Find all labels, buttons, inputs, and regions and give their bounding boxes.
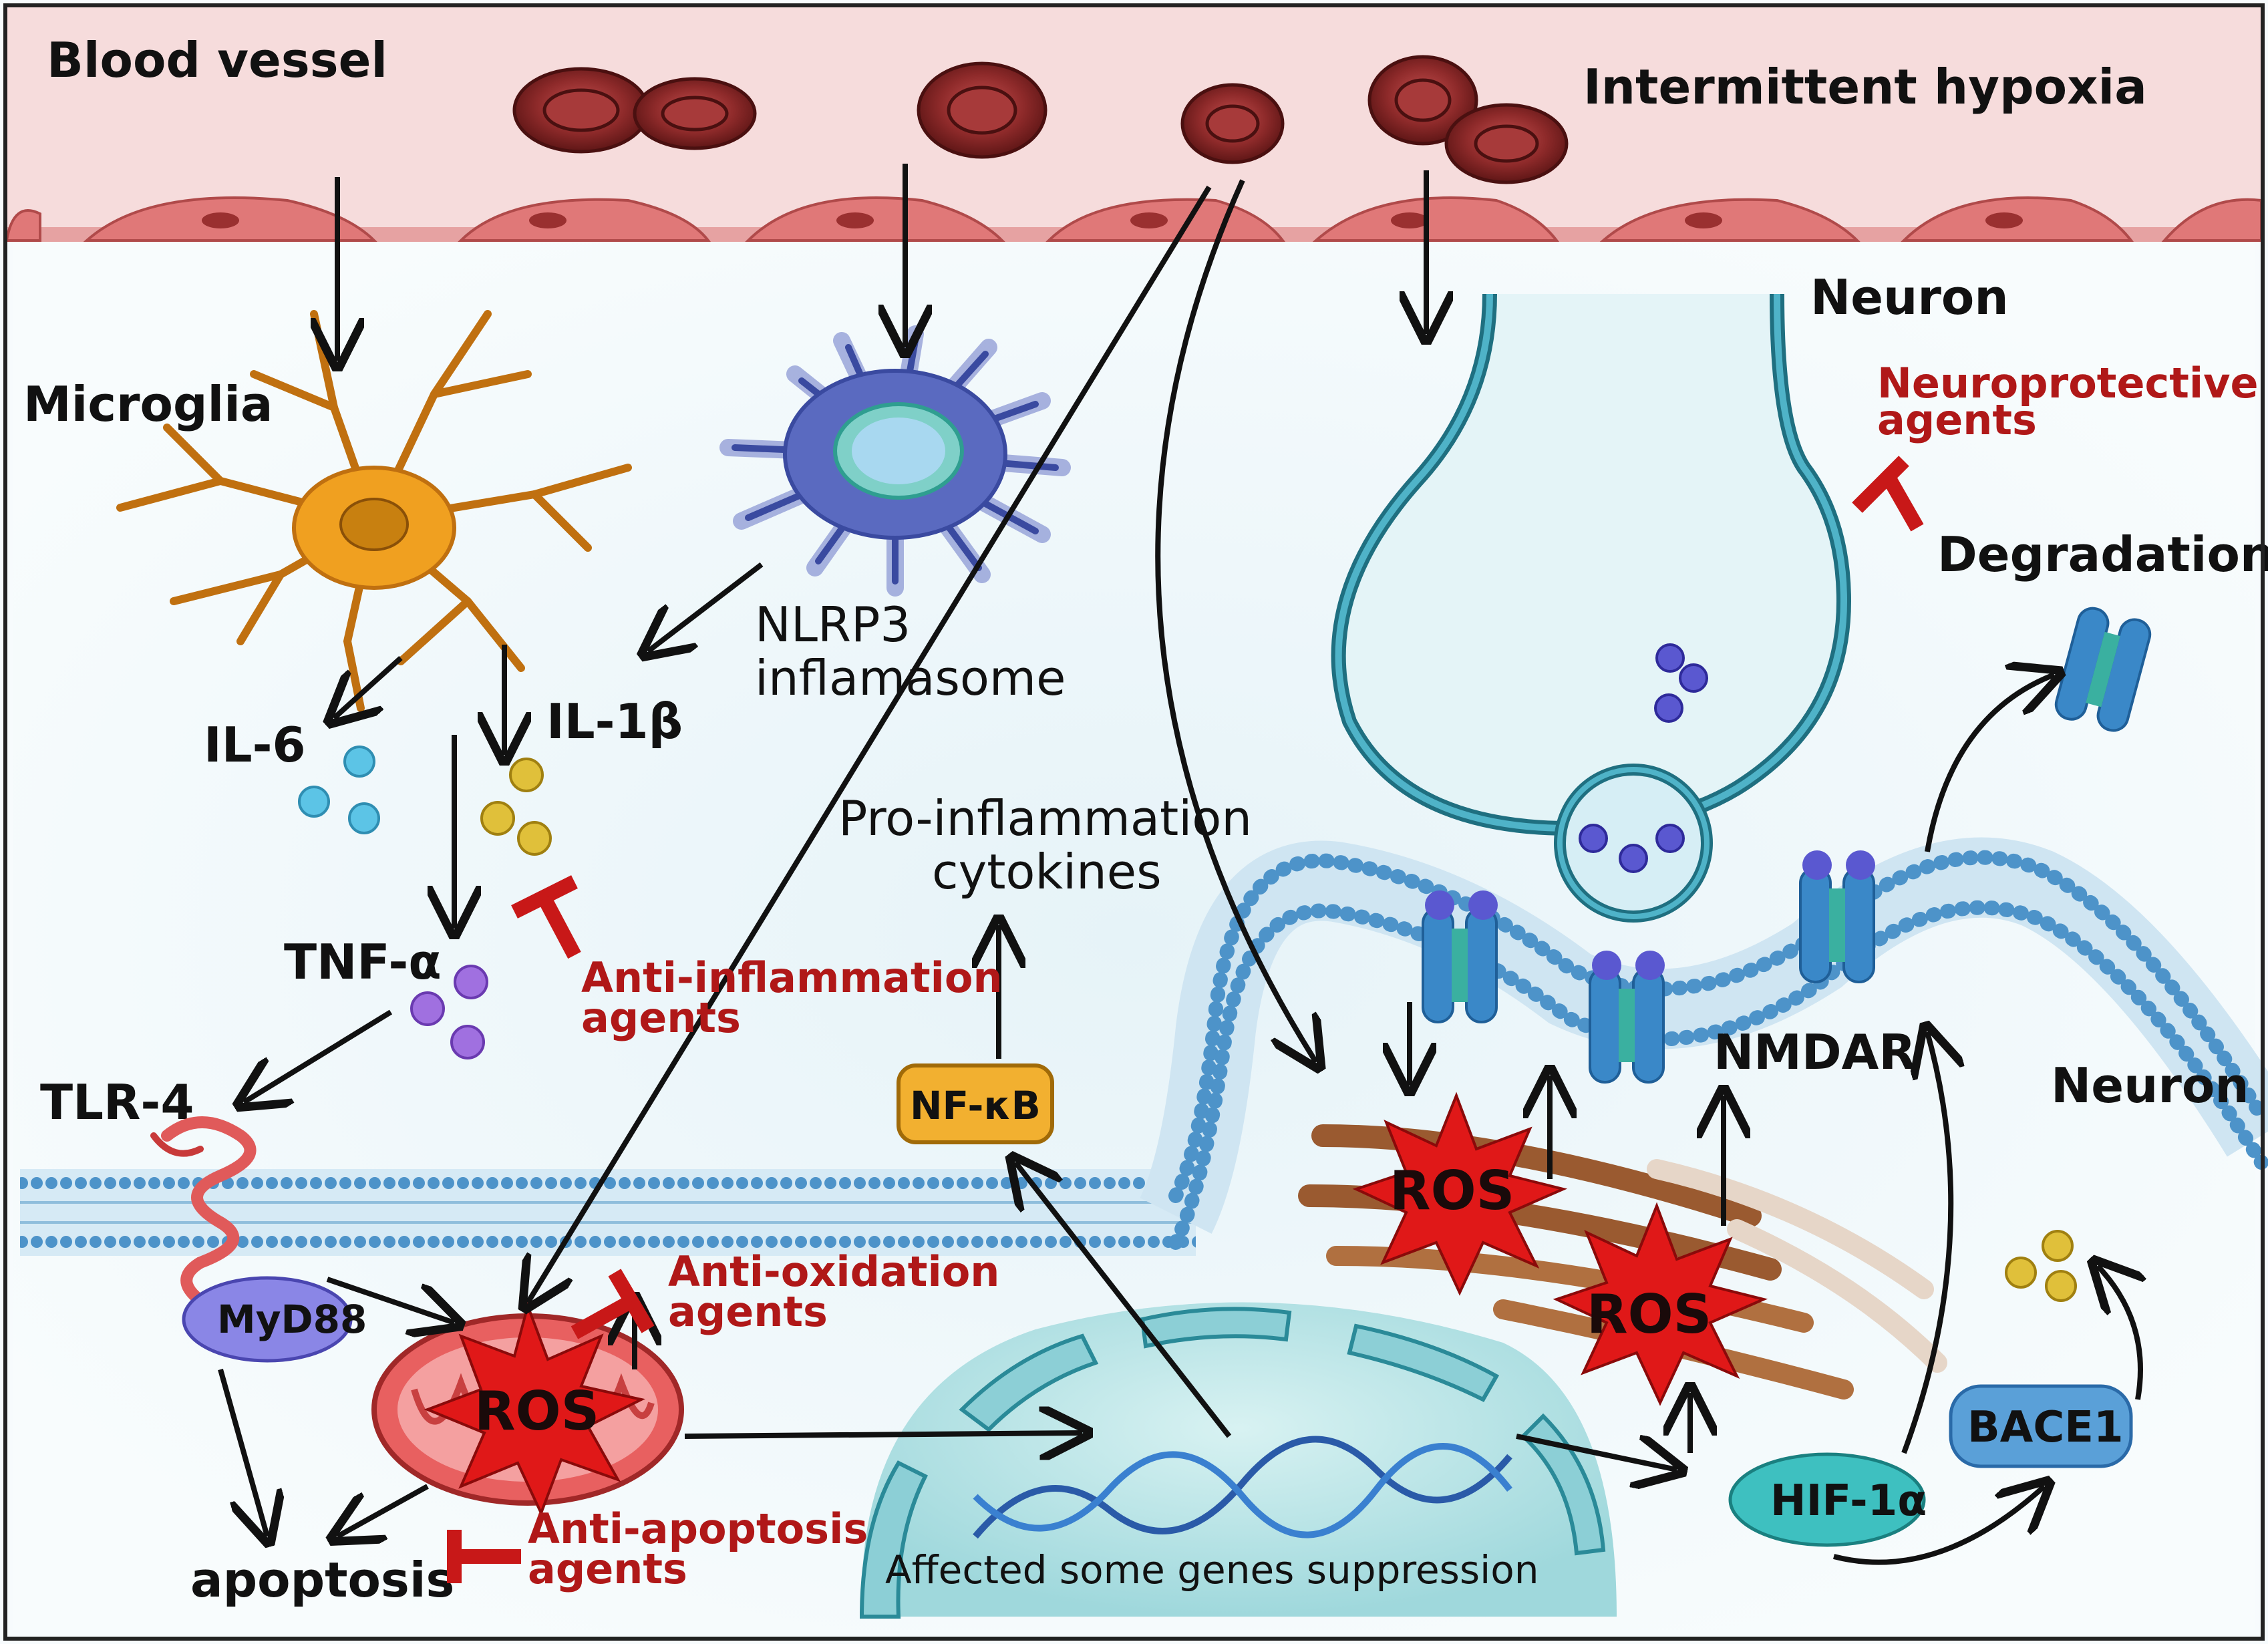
degradation-label: Degradation: [1937, 526, 2268, 583]
ros-er1-label: ROS: [1390, 1160, 1514, 1222]
red-blood-cells: [512, 55, 1569, 184]
anti-oxidation-label-line1: Anti-oxidation: [668, 1247, 999, 1296]
anti-oxidation-label-line2: agents: [668, 1287, 828, 1336]
nlrp3-inflammasome: [719, 325, 1071, 597]
tlr4-label: TLR-4: [40, 1074, 194, 1130]
anti-inflammation-label-line2: agents: [581, 993, 741, 1042]
ros-er2-label: ROS: [1587, 1283, 1712, 1345]
hif1a-node: [1728, 1452, 1926, 1547]
ros-burst-mito: [424, 1301, 645, 1517]
nfkb-label: NF-κB: [910, 1083, 1041, 1128]
neuroprotective-inhibitor: [1852, 456, 1924, 532]
bace1-label: BACE1: [1967, 1403, 2124, 1452]
anti-apoptosis-label-line1: Anti-apoptosis: [528, 1504, 868, 1553]
anti-inflammation-label-line1: Anti-inflammation: [581, 953, 1003, 1002]
amyloid-particles: [2005, 1230, 2077, 1302]
pathway-arrows: [218, 164, 2140, 1565]
nfkb-node: [897, 1063, 1054, 1144]
il6-particles: [298, 746, 380, 834]
nlrp3-label-line1: NLRP3: [755, 597, 911, 653]
cell-membrane-left: [20, 1169, 1196, 1256]
anti-apoptosis-inhibitor: [447, 1530, 521, 1583]
apoptosis-label: apoptosis: [190, 1552, 454, 1608]
anti-oxidation-inhibitor: [571, 1269, 655, 1339]
inhibition-symbols: [447, 456, 1924, 1583]
tnfa-particles: [410, 965, 488, 1059]
pro-inflammation-line1: Pro-inflammation: [838, 790, 1252, 846]
microglia-label: Microglia: [23, 376, 273, 432]
myd88-node: [182, 1276, 353, 1363]
blood-vessel-label: Blood vessel: [47, 32, 387, 88]
bace1-node: [1949, 1384, 2133, 1468]
presynaptic-neuron: [1331, 293, 1852, 923]
figure-border: [3, 3, 2265, 1641]
ros-burst-er-2: [1553, 1202, 1768, 1406]
tnfa-label: TNF-α: [284, 934, 442, 990]
ros-burst-er-1: [1352, 1092, 1568, 1296]
nmdar-label: NMDAR: [1714, 1024, 1916, 1080]
hif1a-label: HIF-1α: [1770, 1476, 1927, 1526]
neuroprotective-label-line1: Neuroprotective: [1877, 359, 2259, 407]
il1b-particles: [480, 758, 552, 856]
il1b-label: IL-1β: [546, 693, 683, 750]
myd88-label: MyD88: [217, 1297, 367, 1342]
neuron-top-label: Neuron: [1810, 269, 2009, 325]
nucleus: [859, 1302, 1617, 1619]
il6-label: IL-6: [204, 717, 306, 773]
anti-inflammation-inhibitor: [511, 875, 581, 959]
gene-suppression-label: Affected some genes suppression: [885, 1547, 1538, 1593]
ros-mito-label: ROS: [474, 1380, 599, 1442]
pro-inflammation-line2: cytokines: [932, 844, 1162, 900]
neuron-right-label: Neuron: [2051, 1057, 2249, 1114]
neurotransmitter-particles: [1579, 643, 1708, 873]
dna-helix: [973, 1436, 1512, 1539]
anti-apoptosis-label-line2: agents: [528, 1544, 687, 1593]
nmdar-receptors: [1422, 607, 2152, 1084]
microglia-body: [292, 466, 456, 590]
intermittent-hypoxia-label: Intermittent hypoxia: [1583, 59, 2147, 115]
endoplasmic-reticulum: [1298, 1124, 1947, 1400]
neuroprotective-label-line2: agents: [1877, 395, 2037, 444]
